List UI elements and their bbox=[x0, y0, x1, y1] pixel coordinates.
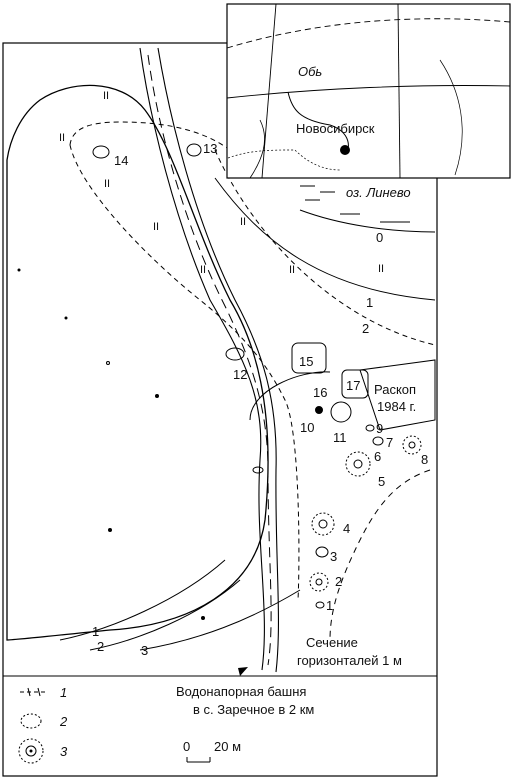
feature-label-12: 12 bbox=[233, 367, 247, 382]
svg-text:2: 2 bbox=[59, 714, 68, 729]
feature-14 bbox=[92, 145, 110, 159]
feature-label-4: 4 bbox=[343, 521, 350, 536]
novosibirsk-dot bbox=[340, 145, 350, 155]
excavation-label-2: 1984 г. bbox=[377, 399, 416, 414]
feature-9 bbox=[365, 424, 375, 432]
contour-1 bbox=[214, 177, 436, 301]
svg-text:2: 2 bbox=[97, 639, 104, 654]
feature-labels: 14 13 12 15 16 17 10 11 9 7 6 8 5 4 3 2 … bbox=[114, 141, 428, 613]
contour-bottom-1 bbox=[59, 559, 226, 641]
svg-text:1: 1 bbox=[60, 685, 67, 700]
south-arrow bbox=[238, 667, 248, 676]
svg-text:II: II bbox=[200, 264, 206, 276]
svg-text:1: 1 bbox=[92, 624, 99, 639]
feature-label-9: 9 bbox=[376, 421, 383, 436]
feature-2 bbox=[309, 572, 329, 592]
features bbox=[92, 143, 422, 609]
svg-text:3: 3 bbox=[141, 643, 148, 658]
site-boundary-dashed-2 bbox=[69, 144, 300, 601]
inset-coast bbox=[439, 59, 463, 176]
tower-note-1: Водонапорная башня bbox=[176, 684, 306, 699]
inset-river bbox=[287, 91, 349, 151]
feature-11 bbox=[330, 401, 352, 423]
svg-text:1: 1 bbox=[366, 295, 373, 310]
contour-0 bbox=[299, 209, 436, 233]
dashed-boundary-icon bbox=[20, 687, 45, 697]
svg-text:20 м: 20 м bbox=[214, 739, 241, 754]
excavation-label-1: Раскоп bbox=[374, 382, 416, 397]
contour-labels: 0 1 2 1 2 3 bbox=[92, 230, 383, 658]
mound-icon bbox=[18, 738, 44, 764]
svg-text:II: II bbox=[103, 90, 109, 102]
feature-label-8: 8 bbox=[421, 452, 428, 467]
tower-note-2: в с. Заречное в 2 км bbox=[193, 702, 314, 717]
inset-river-2 bbox=[249, 119, 265, 179]
main-map-frame bbox=[2, 42, 438, 777]
svg-text:3: 3 bbox=[60, 744, 68, 759]
feature-label-7: 7 bbox=[386, 435, 393, 450]
svg-text:II: II bbox=[104, 178, 110, 190]
feature-label-5: 5 bbox=[378, 474, 385, 489]
contour-2 bbox=[214, 149, 436, 346]
feature-label-13: 13 bbox=[203, 141, 217, 156]
feature-label-1: 1 bbox=[326, 598, 333, 613]
stray-dots bbox=[17, 268, 205, 620]
feature-13 bbox=[186, 143, 202, 157]
zone-markers: II II II II II II II II bbox=[59, 90, 384, 276]
inset-border bbox=[227, 149, 341, 171]
site-boundary-dashed bbox=[69, 121, 231, 151]
contour-interval-2: горизонталей 1 м bbox=[297, 653, 402, 668]
inset-parallel bbox=[226, 85, 511, 99]
road-line-2 bbox=[157, 47, 279, 673]
feature-17 bbox=[341, 369, 369, 399]
svg-text:II: II bbox=[153, 221, 159, 233]
feature-label-16: 16 bbox=[313, 385, 327, 400]
inset-map: Обь Новосибирск bbox=[226, 3, 511, 179]
feature-12 bbox=[225, 347, 245, 361]
road-line-1 bbox=[139, 47, 265, 671]
feature-label-6: 6 bbox=[374, 449, 381, 464]
depression-icon bbox=[20, 713, 42, 729]
feature-4 bbox=[311, 512, 335, 536]
feature-label-14: 14 bbox=[114, 153, 128, 168]
svg-text:II: II bbox=[240, 216, 246, 228]
inset-dashed-arc bbox=[226, 18, 511, 49]
svg-text:0: 0 bbox=[376, 230, 383, 245]
inset-meridian-2 bbox=[397, 3, 401, 179]
contour-bottom-2 bbox=[89, 579, 241, 651]
legend: 1 2 3 bbox=[18, 685, 68, 764]
lake-label: оз. Линево bbox=[346, 185, 411, 200]
feature-7 bbox=[372, 436, 384, 446]
feature-label-3: 3 bbox=[330, 549, 337, 564]
feature-3 bbox=[315, 546, 329, 558]
inner-dashed-contour bbox=[329, 469, 431, 641]
scale-bar: 0 20 м bbox=[183, 739, 241, 763]
svg-text:II: II bbox=[289, 264, 295, 276]
feature-16 bbox=[315, 406, 323, 414]
svg-text:II: II bbox=[59, 132, 65, 144]
svg-text:0: 0 bbox=[183, 739, 190, 754]
feature-label-11: 11 bbox=[333, 430, 347, 445]
feature-label-17: 17 bbox=[346, 378, 360, 393]
feature-label-15: 15 bbox=[299, 354, 313, 369]
novosibirsk-label: Новосибирск bbox=[296, 121, 375, 136]
feature-1 bbox=[315, 601, 325, 609]
contour-3 bbox=[249, 371, 331, 421]
svg-text:II: II bbox=[378, 263, 384, 275]
inset-meridian-1 bbox=[261, 3, 277, 179]
contour-interval-1: Сечение bbox=[306, 635, 358, 650]
feature-5 bbox=[345, 451, 371, 477]
lake-hatching bbox=[300, 185, 410, 223]
feature-10 bbox=[252, 466, 264, 474]
ob-label: Обь bbox=[298, 64, 322, 79]
feature-label-10: 10 bbox=[300, 420, 314, 435]
svg-text:2: 2 bbox=[362, 321, 369, 336]
contour-bottom-3 bbox=[139, 589, 301, 651]
feature-label-2: 2 bbox=[335, 574, 342, 589]
feature-15 bbox=[291, 342, 327, 374]
feature-8 bbox=[402, 435, 422, 455]
excavation-outline bbox=[359, 359, 436, 431]
